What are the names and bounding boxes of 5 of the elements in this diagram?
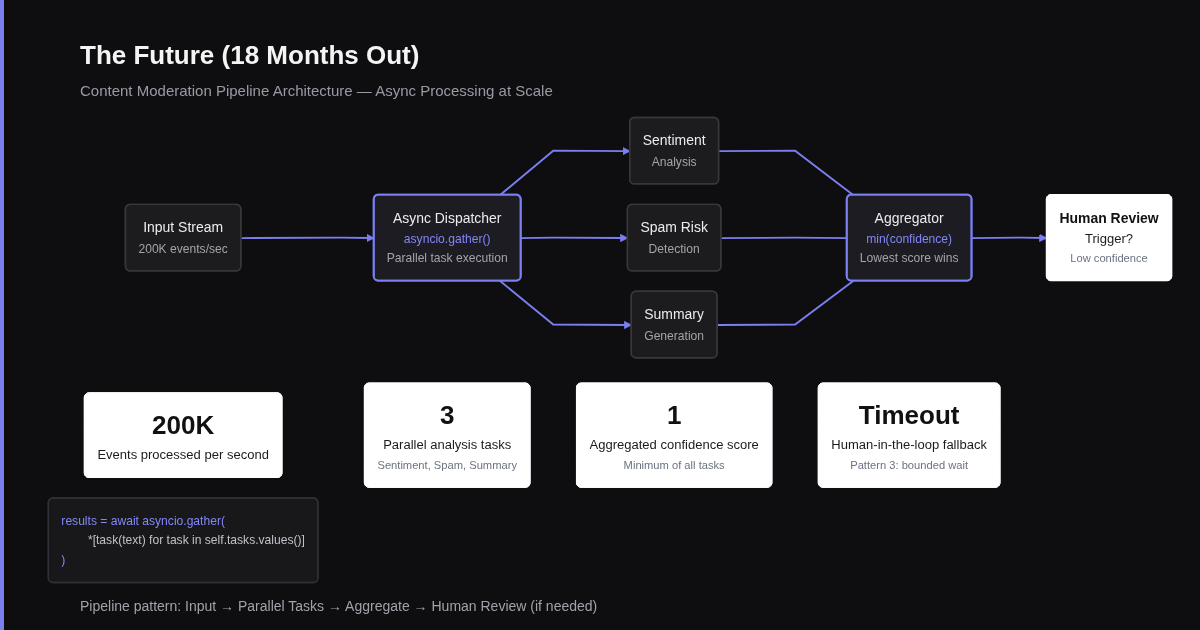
note-text: Pipeline pattern: Input → Parallel Tasks → Aggregate → Human Review (if needed) <box>80 598 598 614</box>
connector <box>718 149 855 196</box>
arrow <box>971 233 1048 242</box>
title: The Future (18 Months Out) <box>80 40 420 71</box>
subtitle: Content Moderation Pipeline Architecture — Async Processing at Scale <box>80 82 553 99</box>
